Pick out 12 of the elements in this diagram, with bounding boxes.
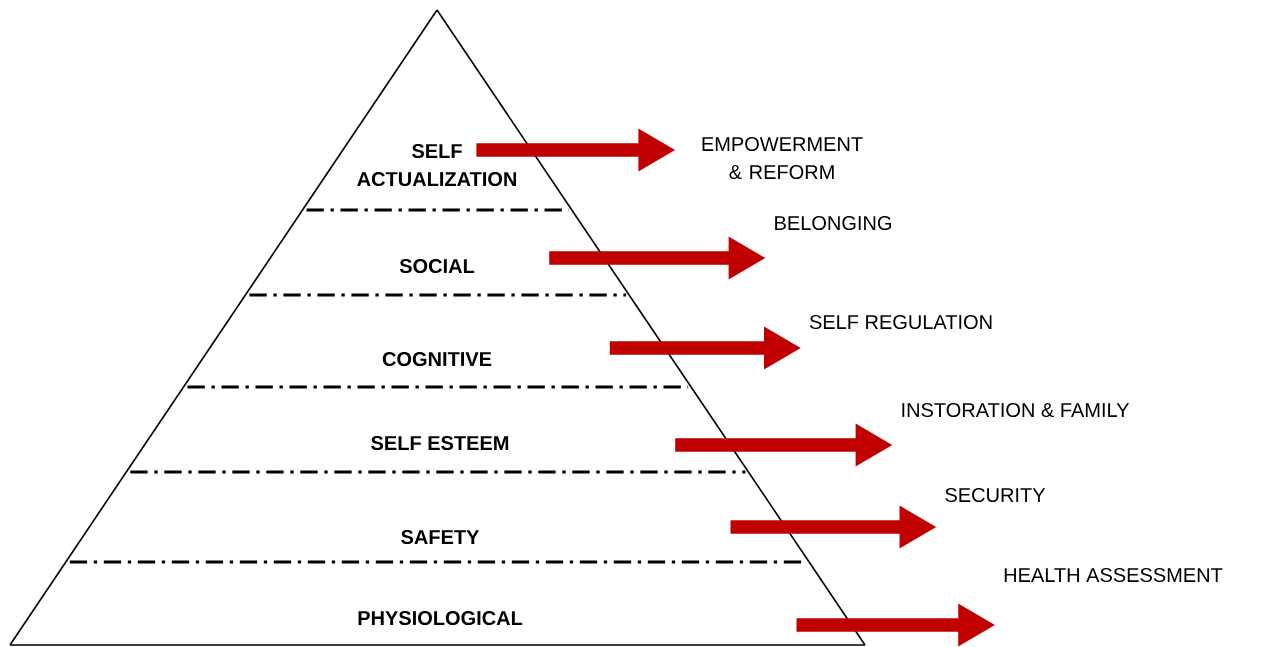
pyramid-level: SELF ACTUALIZATION (301, 9, 573, 212)
pyramid-level: SOCIAL (244, 209, 630, 297)
outcome-label: SECURITY (945, 487, 1046, 503)
outcome-label: INSTORATION & FAMILY (902, 402, 1130, 418)
outcome-label: BELONGING (775, 215, 891, 231)
outcome-label: SELF REGULATION (809, 314, 992, 330)
pyramid-level: COGNITIVE (182, 294, 692, 389)
outcome-label: EMPOWERMENT & REFORM (702, 136, 863, 180)
pyramid-level: SAFETY (65, 471, 810, 564)
outcome-label: HEALTH ASSESSMENT (1004, 567, 1223, 583)
pyramid-level: PHYSIOLOGICAL (9, 561, 866, 646)
pyramid-level: SELF ESTEEM (125, 386, 750, 474)
